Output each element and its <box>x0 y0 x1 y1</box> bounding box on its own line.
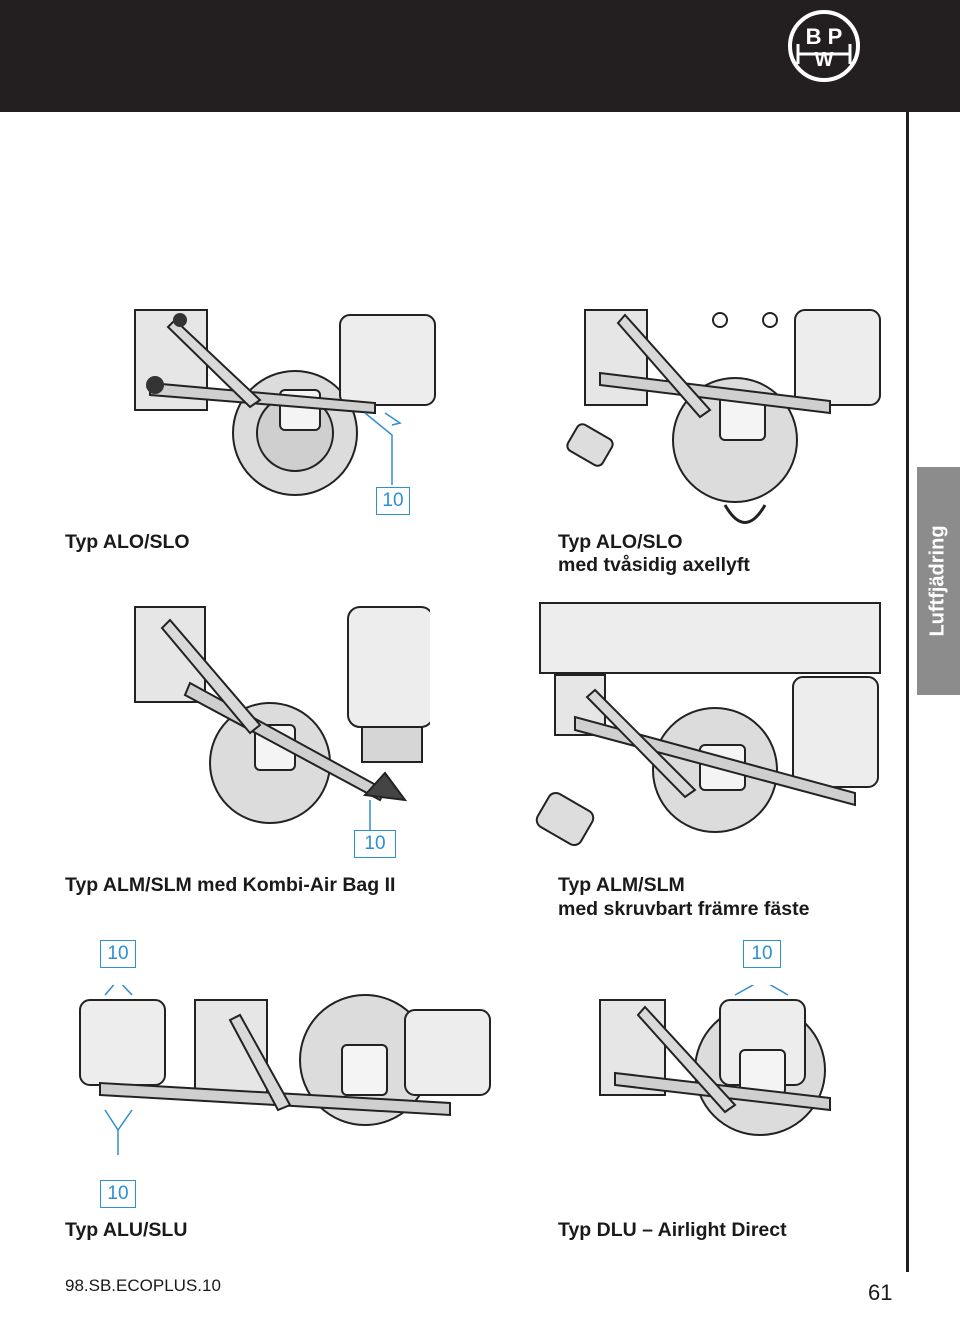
caption-1: Typ ALO/SLO <box>65 531 190 553</box>
illustration-alm-slm-skruvbart <box>535 602 881 847</box>
bpw-logo: B P W <box>788 10 860 82</box>
caption-2: Typ ALO/SLO <box>558 531 683 553</box>
section-tab: Luftfjädring <box>917 467 960 695</box>
callout-5-top: 10 <box>100 940 136 968</box>
svg-text:B P: B P <box>806 24 843 49</box>
callout-6: 10 <box>743 940 781 968</box>
illustration-dlu <box>599 985 831 1136</box>
illustration-alu-slu <box>79 985 491 1155</box>
caption-5: Typ ALU/SLU <box>65 1219 188 1241</box>
callout-5-bottom: 10 <box>100 1180 136 1208</box>
caption-6: Typ DLU – Airlight Direct <box>558 1219 787 1241</box>
illustration-alo-slo-axellyft <box>566 309 881 524</box>
caption-4: Typ ALM/SLM <box>558 874 685 896</box>
callout-1: 10 <box>376 487 410 515</box>
callout-3: 10 <box>354 830 396 858</box>
margin-rule <box>906 112 909 1272</box>
page-number: 61 <box>868 1280 893 1305</box>
illustration-alo-slo <box>134 309 436 496</box>
section-tab-label: Luftfjädring <box>926 525 949 637</box>
caption-2-sub: med tvåsidig axellyft <box>558 554 750 576</box>
doc-code: 98.SB.ECOPLUS.10 <box>65 1276 221 1295</box>
illustration-alm-slm-kombi <box>134 606 430 830</box>
caption-3: Typ ALM/SLM med Kombi-Air Bag II <box>65 874 396 896</box>
header-bar <box>0 0 960 112</box>
svg-text:W: W <box>815 49 834 71</box>
caption-4-sub: med skruvbart främre fäste <box>558 898 810 920</box>
